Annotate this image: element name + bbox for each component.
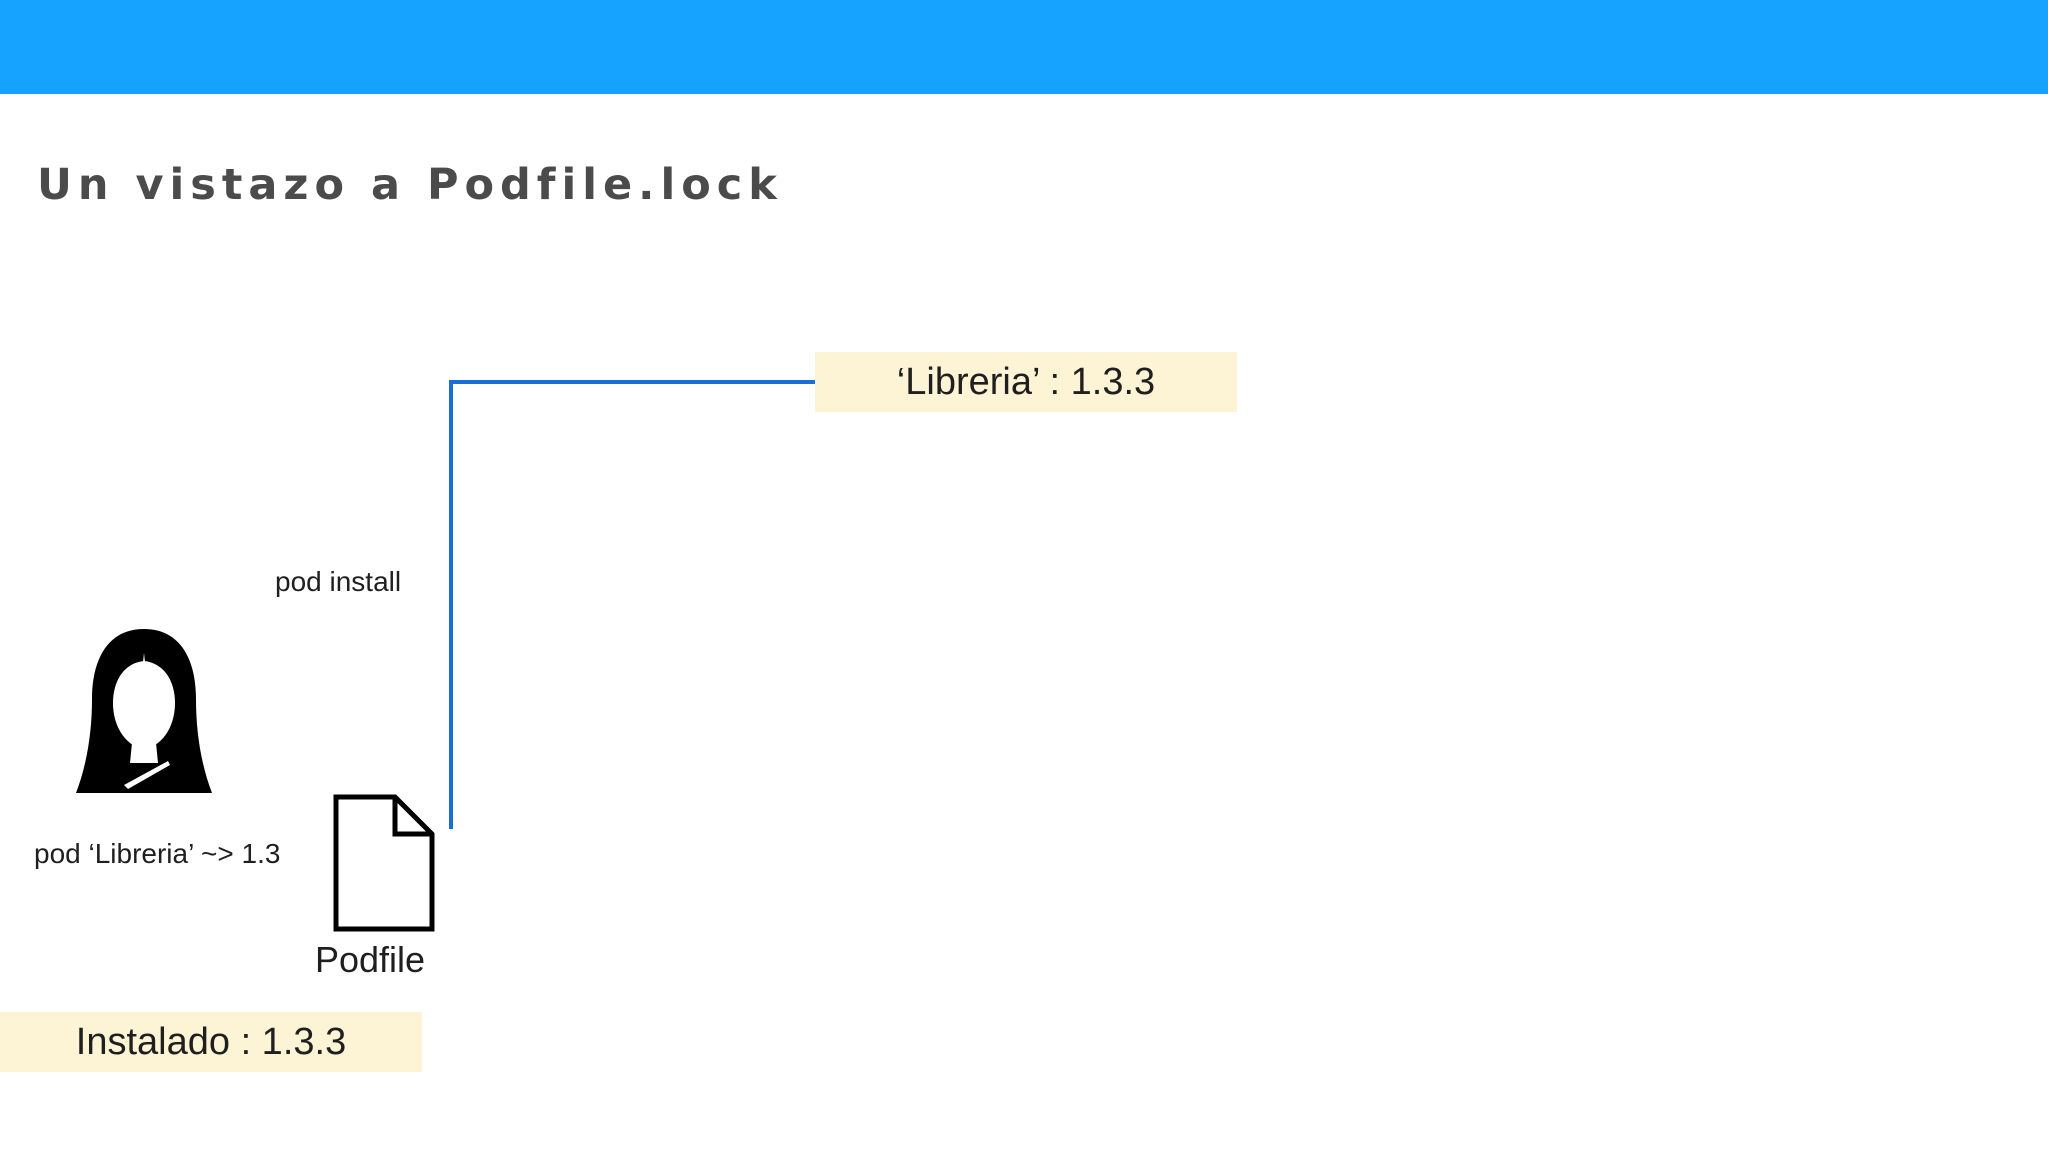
top-header-bar <box>0 0 2048 94</box>
podfile-label: Podfile <box>315 939 426 980</box>
pod-install-command: pod install <box>275 566 402 597</box>
slide-title: Un vistazo a Podfile.lock <box>37 160 783 210</box>
lockfile-version-text: ‘Libreria’ : 1.3.3 <box>896 360 1156 403</box>
podfile-dependency-line: pod ‘Libreria’ ~> 1.3 <box>34 838 281 869</box>
installed-version-box: Instalado : 1.3.3 <box>0 1012 422 1072</box>
installed-version-text: Instalado : 1.3.3 <box>75 1020 347 1063</box>
lockfile-version-box: ‘Libreria’ : 1.3.3 <box>815 352 1237 412</box>
woman-avatar-icon <box>76 629 212 793</box>
document-icon <box>333 794 435 932</box>
